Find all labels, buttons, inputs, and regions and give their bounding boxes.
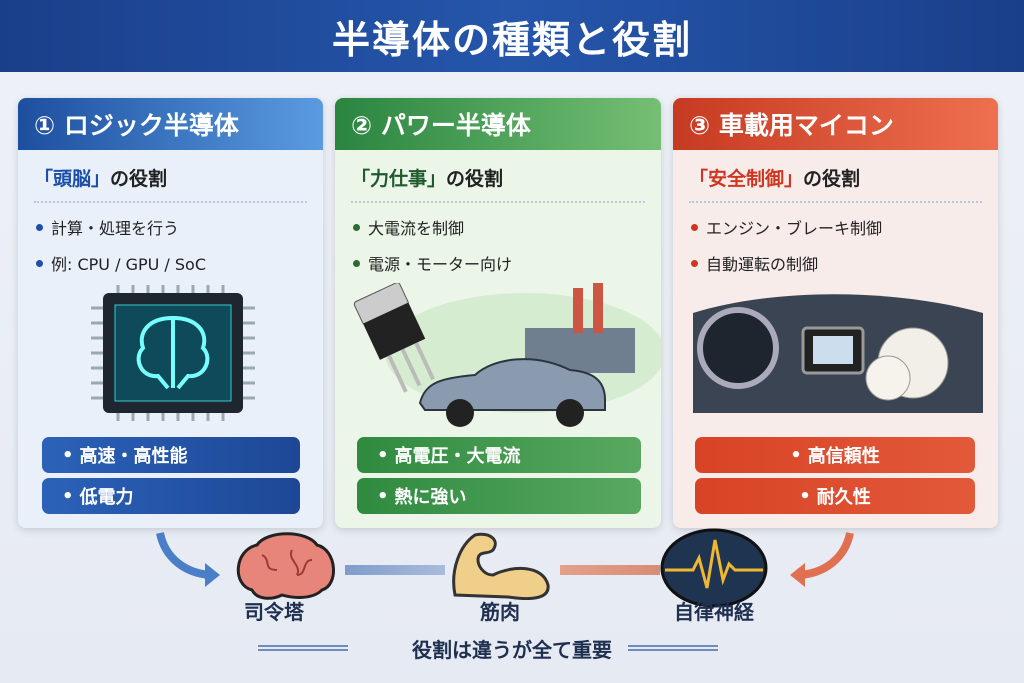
footer-decor-line: [628, 645, 718, 651]
diamond-icon: •: [790, 444, 802, 466]
diamond-icon: •: [377, 444, 389, 466]
bullet-text: 計算・処理を行う: [51, 219, 180, 238]
role-suffix: の役割: [110, 168, 168, 190]
brain-icon: [236, 532, 335, 600]
feature-badge: •耐久性: [695, 478, 975, 514]
car-dashboard-airbag-icon: [693, 294, 983, 413]
role-suffix: の役割: [803, 168, 861, 190]
cpu-chip-brain-icon: [91, 285, 255, 421]
diamond-icon: •: [62, 444, 74, 466]
bullet-icon: [353, 223, 360, 231]
curved-arrow-left-icon: [790, 532, 854, 587]
card-automotive-mcu: ③ 車載用マイコン 「安全制御」の役割 エンジン・ブレーキ制御 自動運転の制御 …: [673, 98, 998, 528]
bullet-item: エンジン・ブレーキ制御: [691, 215, 998, 239]
feature-text: 低電力: [79, 487, 134, 508]
card-header: ① ロジック半導体: [18, 98, 323, 150]
analogy-label-command: 司令塔: [244, 600, 304, 624]
heartbeat-icon: [660, 528, 768, 608]
analogy-label-nerve: 自律神経: [674, 600, 754, 624]
bullet-item: 電源・モーター向け: [353, 251, 661, 275]
card-role: 「頭脳」の役割: [34, 164, 323, 191]
diamond-icon: •: [377, 485, 389, 507]
card-role: 「安全制御」の役割: [689, 164, 998, 191]
bullet-item: 計算・処理を行う: [36, 215, 323, 239]
bullet-item: 大電流を制御: [353, 215, 661, 239]
feature-badge: •熱に強い: [357, 478, 641, 514]
card-header: ② パワー半導体: [335, 98, 661, 150]
bullet-text: 大電流を制御: [368, 219, 465, 238]
bullet-item: 例: CPU / GPU / SoC: [36, 251, 323, 275]
divider: [351, 201, 645, 203]
connector-line: [345, 565, 445, 575]
footer-decor-line: [258, 645, 348, 651]
diamond-icon: •: [799, 485, 811, 507]
flexed-muscle-icon: [452, 532, 550, 600]
bullet-text: エンジン・ブレーキ制御: [706, 219, 883, 238]
role-suffix: の役割: [446, 168, 504, 190]
bullet-icon: [36, 259, 43, 267]
bullet-icon: [691, 223, 698, 231]
divider: [689, 201, 982, 203]
feature-text: 耐久性: [816, 487, 871, 508]
page-title: 半導体の種類と役割: [331, 17, 692, 62]
card-power-semiconductor: ② パワー半導体 「力仕事」の役割 大電流を制御 電源・モーター向け •高電圧・…: [335, 98, 661, 528]
bullet-text: 例: CPU / GPU / SoC: [51, 255, 207, 274]
feature-text: 熱に強い: [394, 487, 467, 508]
curved-arrow-right-icon: [156, 532, 220, 587]
role-highlight: 「頭脳」: [34, 168, 111, 190]
feature-badge: •高速・高性能: [42, 437, 300, 473]
feature-badge: •高電圧・大電流: [357, 437, 641, 473]
bullet-icon: [36, 223, 43, 231]
bullet-icon: [353, 259, 360, 267]
divider: [34, 201, 307, 203]
card-header: ③ 車載用マイコン: [673, 98, 998, 150]
role-highlight: 「安全制御」: [689, 168, 804, 190]
feature-text: 高速・高性能: [79, 446, 188, 467]
bullet-icon: [691, 259, 698, 267]
power-transistor-car-factory-icon: [353, 283, 661, 427]
title-bar: 半導体の種類と役割: [0, 0, 1024, 72]
bullet-item: 自動運転の制御: [691, 251, 998, 275]
connector-line: [560, 565, 660, 575]
analogy-label-muscle: 筋肉: [480, 600, 520, 624]
footer-message: 役割は違うが全て重要: [412, 638, 612, 662]
role-highlight: 「力仕事」: [351, 168, 447, 190]
card-logic-semiconductor: ① ロジック半導体 「頭脳」の役割 計算・処理を行う 例: CPU / GPU …: [18, 98, 323, 528]
feature-badge: •高信頼性: [695, 437, 975, 473]
feature-text: 高信頼性: [807, 446, 880, 467]
card-role: 「力仕事」の役割: [351, 164, 661, 191]
diamond-icon: •: [62, 485, 74, 507]
bullet-text: 電源・モーター向け: [368, 255, 513, 274]
feature-text: 高電圧・大電流: [394, 446, 521, 467]
feature-badge: •低電力: [42, 478, 300, 514]
bullet-text: 自動運転の制御: [706, 255, 819, 274]
